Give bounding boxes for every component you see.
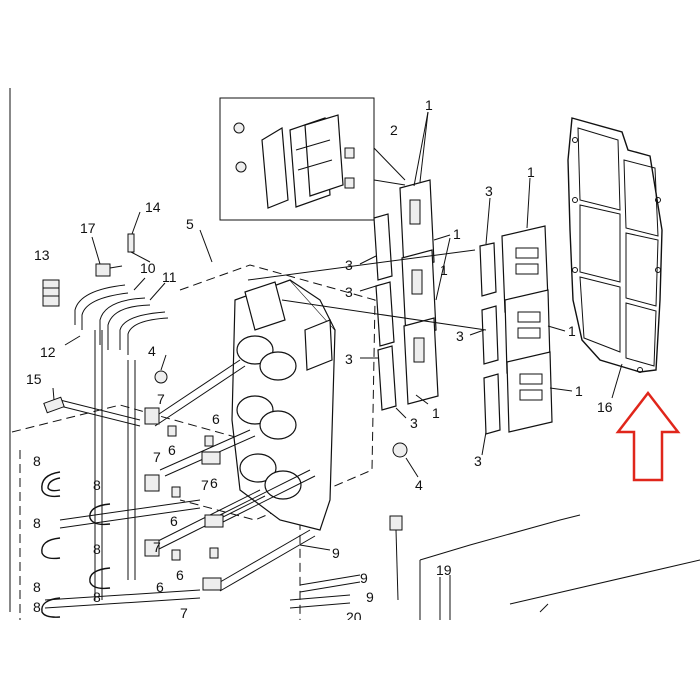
callout-9: 9	[360, 570, 368, 586]
callout-12: 12	[40, 344, 56, 360]
inset-reed-block	[261, 114, 344, 209]
callout-8: 8	[33, 579, 41, 595]
callout-6: 6	[168, 442, 176, 458]
callout-3: 3	[345, 284, 353, 300]
callout-7: 7	[153, 539, 161, 555]
callout-1: 1	[432, 405, 440, 421]
callout-8: 8	[33, 453, 41, 469]
detail-inset	[219, 97, 406, 221]
callout-8: 8	[93, 477, 101, 493]
callout-2: 2	[390, 122, 398, 138]
dashed-group-5	[179, 264, 376, 521]
callout-6: 6	[156, 579, 164, 595]
dashed-group-lower	[11, 404, 301, 640]
callout-7: 7	[201, 477, 209, 493]
callout-10: 10	[140, 260, 156, 276]
callout-8: 8	[33, 515, 41, 531]
hoses	[44, 284, 361, 609]
callout-8: 8	[33, 599, 41, 615]
callout-8: 8	[93, 541, 101, 557]
callout-6: 6	[170, 513, 178, 529]
u-bend-hoses-8	[41, 471, 111, 618]
callout-9: 9	[332, 545, 340, 561]
callout-16: 16	[597, 399, 613, 415]
callout-14: 14	[145, 199, 161, 215]
reed-valve-stack-middle	[479, 225, 553, 435]
callout-7: 7	[153, 449, 161, 465]
callout-6: 6	[176, 567, 184, 583]
callout-15: 15	[26, 371, 42, 387]
callout-3: 3	[485, 183, 493, 199]
gasket-16	[567, 117, 663, 399]
small-fittings	[42, 233, 549, 613]
reed-valve-stack-left	[373, 179, 439, 411]
callout-3: 3	[345, 257, 353, 273]
callout-8: 8	[93, 589, 101, 605]
callout-6: 6	[210, 475, 218, 491]
callout-19: 19	[436, 562, 452, 578]
callout-13: 13	[34, 247, 50, 263]
inset-screws	[233, 122, 355, 189]
callout-1: 1	[575, 383, 583, 399]
callout-4: 4	[148, 343, 156, 359]
callout-17: 17	[80, 220, 96, 236]
callout-1: 1	[440, 262, 448, 278]
highlight-arrow	[615, 390, 681, 482]
callout-7: 7	[157, 391, 165, 407]
callout-9: 9	[366, 589, 374, 605]
callout-11: 11	[162, 269, 177, 285]
callout-3: 3	[345, 351, 353, 367]
callout-1: 1	[568, 323, 576, 339]
callout-labels: 1 1 1 1 1 1 1 2 3 3 3 3 3 3 3 4 4 5 6 6 …	[26, 97, 613, 625]
bottom-blank-area	[0, 620, 700, 700]
callout-4: 4	[415, 477, 423, 493]
callout-1: 1	[425, 97, 433, 113]
callout-3: 3	[474, 453, 482, 469]
intake-manifold	[231, 279, 336, 531]
callout-3: 3	[410, 415, 418, 431]
callout-7: 7	[180, 605, 188, 621]
callout-6: 6	[212, 411, 220, 427]
callout-1: 1	[527, 164, 535, 180]
callout-5: 5	[186, 216, 194, 232]
callout-3: 3	[456, 328, 464, 344]
callout-1: 1	[453, 226, 461, 242]
